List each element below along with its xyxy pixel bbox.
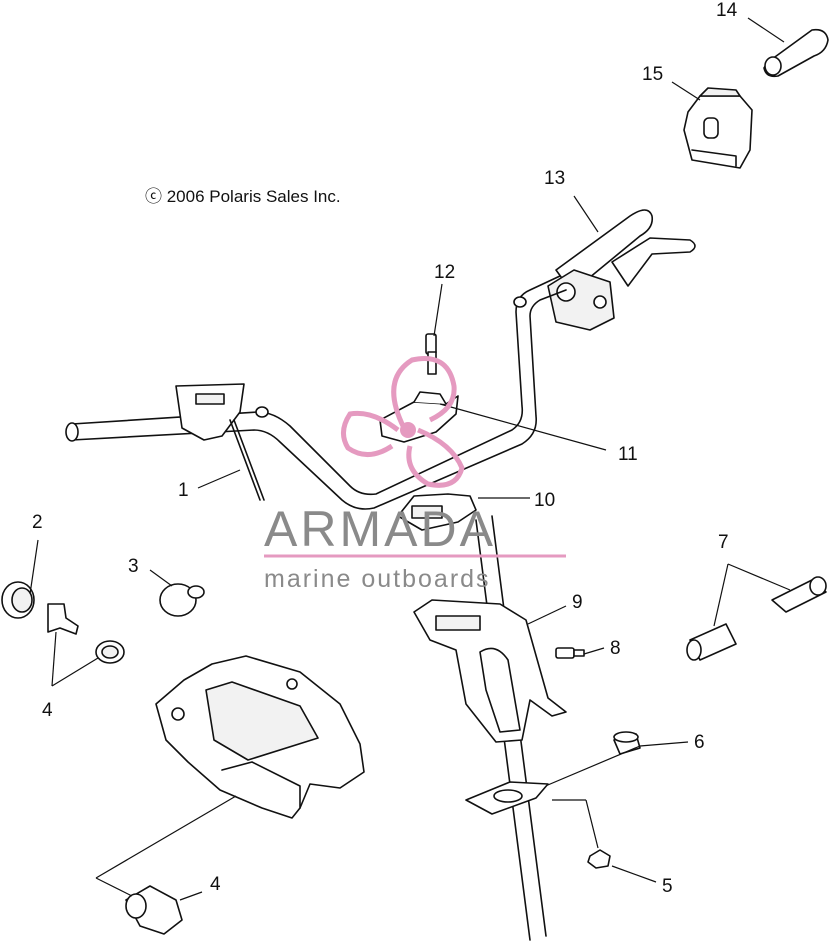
part-13-grip-lever: [547, 209, 696, 331]
part-9-bracket: [413, 599, 567, 743]
callout-3: 3: [128, 556, 139, 577]
callout-15: 15: [642, 64, 663, 85]
handlebar: [65, 275, 567, 510]
callout-13: 13: [544, 168, 565, 189]
part-4-clip: [47, 603, 125, 664]
console-pod: [155, 655, 365, 819]
part-6-bushing: [613, 731, 641, 755]
callout-4-upper: 4: [42, 700, 53, 721]
watermark-tagline: marine outboards: [264, 565, 491, 593]
watermark-logo: [341, 356, 465, 488]
left-mount-bracket: [175, 383, 245, 441]
callout-14: 14: [716, 0, 738, 21]
callout-9: 9: [572, 592, 583, 613]
part-10-bracket: [397, 493, 477, 531]
copyright-text: ⓒ 2006 Polaris Sales Inc.: [145, 187, 341, 206]
callout-6: 6: [694, 732, 705, 753]
callout-5: 5: [662, 876, 673, 897]
part-3-grommet: [159, 583, 205, 617]
part-7-bar-ends: [686, 576, 827, 661]
watermark: ARMADA marine outboards: [264, 501, 566, 593]
watermark-brand: ARMADA: [264, 501, 496, 557]
callout-11: 11: [618, 444, 638, 465]
callout-10: 10: [534, 490, 555, 511]
part-15-throttle-housing: [683, 87, 753, 169]
callout-8: 8: [610, 638, 621, 659]
callout-1: 1: [178, 480, 189, 501]
part-2-cap: [1, 581, 35, 619]
callout-2: 2: [32, 512, 43, 533]
part-14-grip: [763, 28, 829, 78]
column-base-plate: [465, 781, 549, 815]
callout-7: 7: [718, 532, 729, 553]
part-4-connector: [125, 885, 183, 935]
part-11-clamp: [379, 391, 459, 443]
part-1-rod: [229, 419, 265, 501]
part-12-bolt: [425, 333, 437, 375]
callout-4-lower: 4: [210, 874, 221, 895]
part-8-screw: [555, 647, 585, 659]
callout-12: 12: [434, 262, 455, 283]
part-5-nut: [587, 849, 611, 869]
callout-labels: 1 2 3 4 4 5 6 7 8 9 10 11 12 13 14 15: [32, 0, 738, 897]
